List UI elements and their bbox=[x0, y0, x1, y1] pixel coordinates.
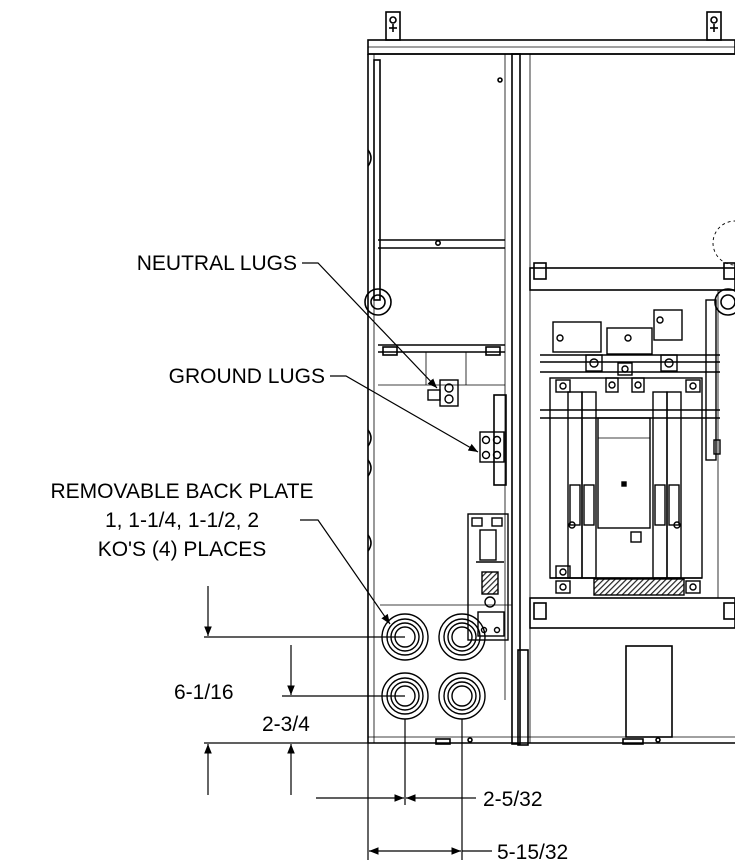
back-plate bbox=[380, 513, 512, 641]
ground-lug-block bbox=[479, 431, 505, 463]
neutral-lugs-leader bbox=[302, 262, 438, 389]
leader-lines bbox=[300, 262, 479, 625]
knockout-bottom-right bbox=[438, 672, 486, 720]
knockout-top-right bbox=[438, 613, 486, 661]
dim-2-3-4-label: 2-3/4 bbox=[262, 713, 310, 736]
back-plate-leader bbox=[300, 519, 391, 625]
breaker-assembly bbox=[540, 290, 721, 598]
mounting-tab-right bbox=[706, 11, 722, 41]
callout-labels: NEUTRAL LUGS GROUND LUGS REMOVABLE BACK … bbox=[51, 252, 325, 561]
back-plate-label-line1: REMOVABLE BACK PLATE bbox=[51, 480, 314, 503]
neutral-lugs-label: NEUTRAL LUGS bbox=[137, 252, 297, 275]
ground-lugs-label: GROUND LUGS bbox=[169, 365, 325, 388]
mounting-tab-left bbox=[385, 11, 401, 41]
back-plate-label-line2: 1, 1-1/4, 1-1/2, 2 bbox=[105, 509, 259, 532]
dim-2-5-32-label: 2-5/32 bbox=[483, 788, 543, 811]
knockouts bbox=[381, 613, 486, 720]
ground-lugs-leader bbox=[330, 375, 479, 453]
dimension-labels: 6-1/16 2-3/4 2-5/32 5-15/32 bbox=[174, 681, 568, 864]
enclosure bbox=[364, 11, 735, 746]
dimension-lines bbox=[204, 586, 492, 860]
back-plate-label-line3: KO'S (4) PLACES bbox=[98, 538, 267, 561]
dim-5-15-32-label: 5-15/32 bbox=[497, 841, 568, 864]
dim-6-1-16-label: 6-1/16 bbox=[174, 681, 234, 704]
neutral-lug-block bbox=[427, 379, 459, 407]
